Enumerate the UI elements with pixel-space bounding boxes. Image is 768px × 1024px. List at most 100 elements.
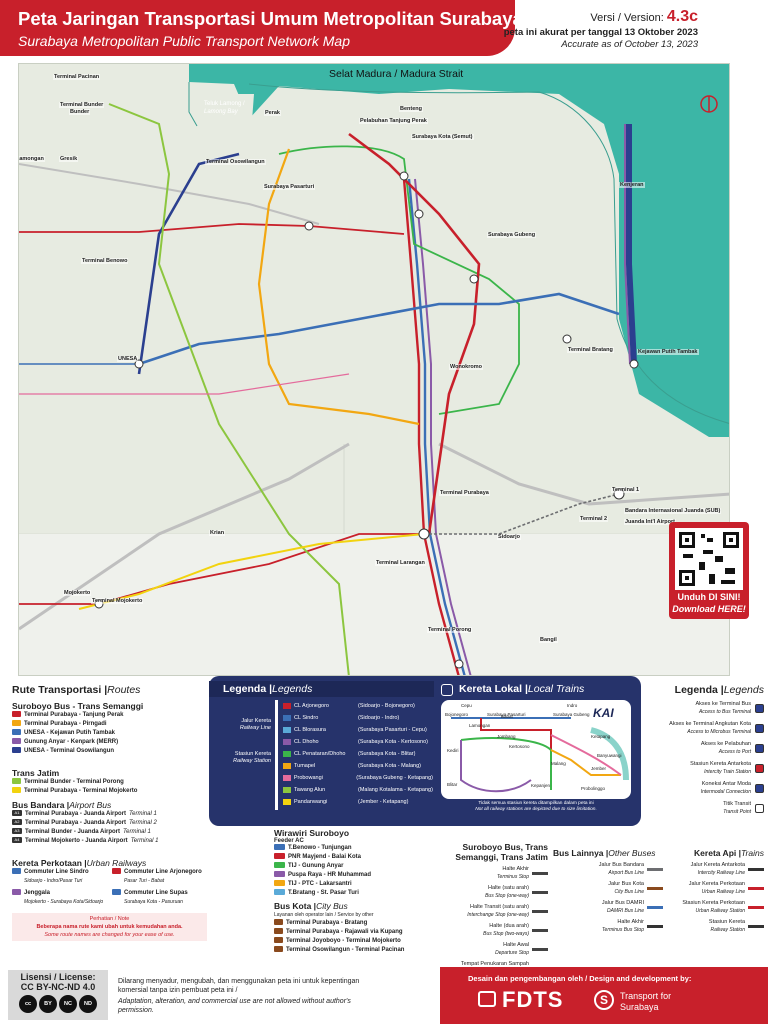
city-bus-item: Terminal Joyoboyo - Terminal Mojokerto (274, 937, 424, 946)
city-bus-name: Terminal Osowilangun - Terminal Pacinan (286, 947, 405, 953)
header: Peta Jaringan Transportasi Umum Metropol… (0, 0, 768, 62)
local-town-label: Kediri (447, 748, 459, 753)
node-gubeng[interactable] (469, 274, 479, 284)
rail-line-swatch (283, 703, 291, 709)
rail-dhoho (414, 178, 472, 675)
qr-code-icon[interactable] (675, 528, 743, 590)
feeder-item: TIJ - Gunung Anyar (274, 862, 424, 871)
node-kejawan[interactable] (629, 359, 639, 369)
accuracy-date-id: peta ini akurat per tanggal 13 Oktober 2… (503, 27, 698, 38)
route-code-badge (12, 711, 21, 718)
route-item: Terminal Purabaya - Tanjung Perak (12, 711, 207, 720)
krl-color-badge (112, 889, 121, 896)
route-terminal: Terminal 1 (129, 811, 157, 817)
route-item: Terminal Purabaya - Terminal Mojokerto (12, 787, 207, 796)
local-town-label: Ketapang (591, 734, 611, 739)
local-town-label: Blitar (447, 782, 458, 787)
legend-item-en: Terminus Bus Stop (601, 927, 644, 933)
node-bangil[interactable] (454, 659, 464, 669)
license-notice-id: Dilarang menyadur, mengubah, dan menggun… (118, 978, 360, 994)
route-name: Terminal Mojokerto - Juanda Airport (25, 838, 128, 844)
place-label: Terminal 1 (611, 487, 641, 493)
coastline-west (188, 82, 198, 127)
legend-item-id: Stasiun Kereta (708, 919, 745, 925)
legend-item-en: Intermodal Connection (700, 789, 751, 795)
krl-item-head: Commuter Line Arjonegoro (112, 868, 212, 877)
rail-station-label-id: Stasiun Kereta (234, 751, 271, 757)
rail-line-via: (Surabaya Pasarturi - Cepu) (358, 727, 427, 733)
feeder-name: T.Benowo - Tunjungan (288, 845, 352, 851)
krl-color-badge (12, 868, 21, 875)
fdts-logo: FDTS (502, 987, 564, 1012)
train-icon (441, 684, 453, 696)
coastline (248, 83, 729, 424)
download-qr-card[interactable]: Unduh DI SINI! Download HERE! (669, 522, 749, 619)
developer-label: Desain dan pengembangan oleh / Design an… (468, 974, 692, 983)
krl-title: Kereta Perkotaan |Urban Railways (12, 858, 147, 868)
network-map[interactable]: Selat Madura / Madura Strait Teluk Lamon… (18, 63, 730, 676)
city-bus-item: Terminal Purabaya - Rajawali via Kupang (274, 928, 424, 937)
krl-sub: Pasar Turi - Babat (124, 878, 165, 884)
legend-item-text: Halte (satu arah)Bus Stop (one-way) (485, 884, 529, 900)
train-legend-title: Kereta Api |Trains (694, 848, 764, 858)
accuracy-date-en: Accurate as of October 13, 2023 (561, 39, 698, 50)
node-perak[interactable] (399, 171, 409, 181)
node-purabaya[interactable] (418, 528, 430, 540)
node-unesa[interactable] (134, 359, 144, 369)
krl-sub: Surabaya Kota - Pasuruan (124, 899, 183, 905)
legend-symbol-icon (755, 723, 764, 733)
legend-item: Halte (dua arah)Bus Stop (two-ways) (430, 922, 548, 938)
map-title: Peta Jaringan Transportasi Umum Metropol… (18, 8, 523, 29)
route-code-badge (12, 787, 21, 794)
rail-line-name: Pandanwangi (294, 799, 328, 805)
rail-line-name: Tumapel (294, 763, 316, 769)
place-label: Lamongan (19, 156, 45, 162)
legend-item-en: Transit Point (723, 809, 751, 815)
rail-line-via: (Surabaya Kota - Blitar) (358, 751, 416, 757)
place-label: Surabaya Gubeng (487, 232, 537, 238)
line-list: CL Arjonegoro(Sidoarjo - Bojonegoro)CL S… (283, 700, 433, 808)
legend-item: Halte (satu arah)Bus Stop (one-way) (430, 884, 548, 900)
node-bratang[interactable] (562, 334, 572, 344)
legend-rail-bar (275, 700, 278, 810)
kai-logo: KAI (593, 706, 614, 720)
krl-color-badge (112, 868, 121, 875)
rail-loop (278, 145, 520, 415)
legend-panel-title: Legenda |Legends (223, 683, 313, 695)
place-label: Perak (264, 110, 281, 116)
lamong-bay-shore (197, 94, 254, 146)
route-name: UNESA - Terminal Osowilangun (24, 748, 115, 754)
rail-line-item: Tawang Alun(Malang Kotalama - Ketapang) (283, 784, 433, 796)
route-name: Terminal Bunder - Juanda Airport (25, 829, 121, 835)
legend-item-en: Bus Stop (one-way) (485, 893, 529, 899)
legend-item-id: Akses ke Terminal Bus (695, 701, 751, 707)
node-pasarturi[interactable] (304, 221, 314, 231)
legend-line-icon (647, 924, 663, 928)
legend-item-id: Stasiun Kereta Perkotaan (682, 900, 745, 906)
node-kota[interactable] (414, 209, 424, 219)
rail-line-swatch (283, 787, 291, 793)
rail-line-via: (Sidoarjo - Indro) (358, 715, 400, 721)
title-banner: Peta Jaringan Transportasi Umum Metropol… (0, 0, 523, 56)
legend-item-text: Halte (dua arah)Bus Stop (two-ways) (483, 922, 529, 938)
place-label: Mojokerto (63, 590, 92, 596)
license-name: CC BY-NC-ND 4.0 (20, 982, 96, 992)
place-label: Pelabuhan Tanjung Perak (359, 118, 428, 124)
legend-symbol-icon (755, 763, 764, 773)
rail-line-item: CL Arjonegoro(Sidoarjo - Bojonegoro) (283, 700, 433, 712)
krl-name: Commuter Line Sindro (24, 869, 89, 875)
local-town-label: Malang (551, 761, 566, 766)
